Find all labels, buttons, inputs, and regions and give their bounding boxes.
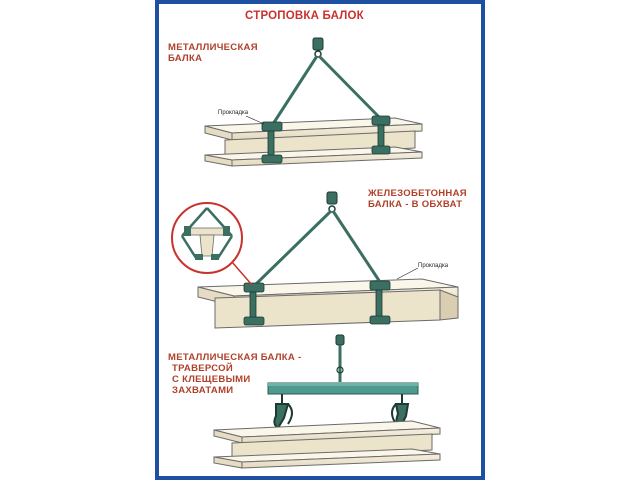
sling-leg-1a [271,55,319,125]
section2-heading: ЖЕЛЕЗОБЕТОННАЯ БАЛКА - В ОБХВАТ [368,188,467,210]
section1-heading-line-2: БАЛКА [168,53,203,64]
sling-leg-2a [253,209,333,287]
section2-concrete-beam-group [171,191,459,329]
beam1-wrap-right [371,115,391,155]
section1-pad-label: Прокладка [218,110,249,116]
clamp-left [273,394,293,430]
section3-heading-line-1: МЕТАЛЛИЧЕСКАЯ БАЛКА - [168,352,302,363]
hook-1 [312,37,324,51]
section2-heading-line-2: БАЛКА - В ОБХВАТ [368,199,463,210]
beam2-wrap-right [369,280,391,325]
section3-heading-line-2: ТРАВЕРСОЙ [172,363,234,374]
section2-pad-label: Прокладка [418,263,449,269]
sling-leg-1b [317,54,382,120]
section3-heading-line-4: ЗАХВАТАМИ [172,385,234,396]
section3-heading-line-3: С КЛЕЩЕВЫМИ [172,374,251,385]
sling-leg-2b [331,210,382,283]
poster-title: СТРОПОВКА БАЛОК [245,10,364,22]
beam2-wrap-left [243,282,265,326]
section3-traverse-group [213,334,441,469]
section2-heading-line-1: ЖЕЛЕЗОБЕТОННАЯ [368,188,467,199]
beam1-wrap-left [261,121,283,164]
hook-2 [326,191,338,205]
callout-detail [171,202,253,286]
hook-3 [335,334,345,346]
section1-heading-line-1: МЕТАЛЛИЧЕСКАЯ [168,42,258,53]
beam3-web [231,433,433,460]
section1-steel-beam-group [204,37,423,167]
section1-heading: МЕТАЛЛИЧЕСКАЯ БАЛКА [168,42,258,64]
section3-heading: МЕТАЛЛИЧЕСКАЯ БАЛКА - ТРАВЕРСОЙ С КЛЕЩЕВ… [168,352,301,396]
